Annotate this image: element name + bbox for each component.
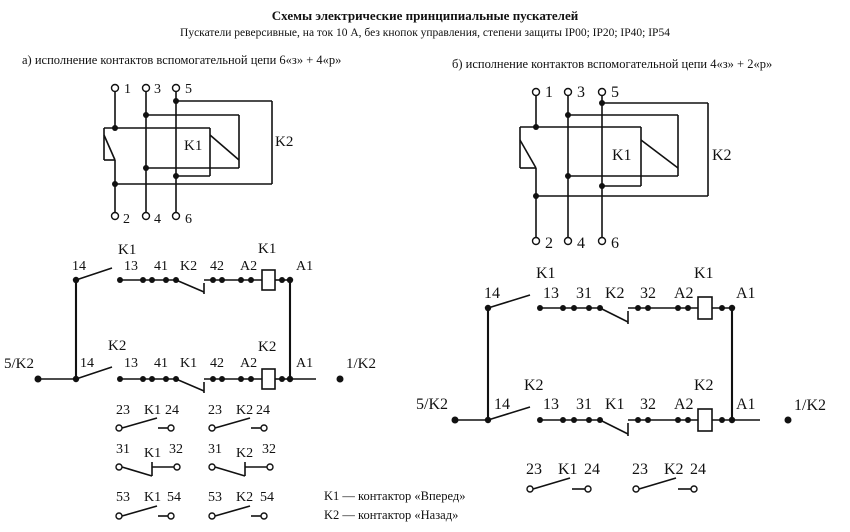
panel-b-r2-13: 13 [543,396,559,413]
aux-a-5-k: K1 [144,490,161,505]
aux-a-4-a: 31 [208,442,222,457]
panel-b-k1-label: K1 [612,147,632,164]
panel-b-aux-contacts: 23 K1 24 23 K2 24 [526,461,706,493]
panel-a-r1-a1: A1 [296,259,313,274]
aux-a-3-b: 32 [169,442,183,457]
panel-a-r2-42: 42 [210,356,224,371]
panel-b-right-terminal: 1/K2 [794,397,826,414]
panel-a-control-circuit: K1 14 13 41 K2 42 A2 K1 A1 K2 14 13 41 [4,241,376,393]
panel-b-bot-term-6: 6 [611,235,619,252]
aux-a-1-k: K1 [144,403,161,418]
panel-b-r1-14: 14 [484,285,500,302]
panel-b-control-circuit: K1 14 13 31 K2 32 A2 K1 A1 K2 14 13 31 K… [416,265,826,436]
panel-b-top-term-3: 3 [577,84,585,101]
panel-a-r1-coil-label: K1 [258,241,276,257]
panel-b-r1-31: 31 [576,285,592,302]
panel-a-r2-13: 13 [124,356,138,371]
aux-a-6-b: 54 [260,490,274,505]
panel-b-r1-k2: K2 [605,285,625,302]
aux-a-6-a: 53 [208,490,222,505]
aux-b-1-k: K1 [558,461,578,478]
panel-a-left-terminal: 5/K2 [4,356,34,372]
panel-a-k2-label: K2 [275,134,293,150]
aux-a-4-k: K2 [236,446,253,461]
panel-a-bot-term-6: 6 [185,212,192,227]
aux-a-1-b: 24 [165,403,179,418]
panel-a-bot-term-2: 2 [123,212,130,227]
panel-a-r1-42: 42 [210,259,224,274]
panel-b-r1-coil-label: K1 [694,265,714,282]
panel-a-r1-41: 41 [154,259,168,274]
panel-b-top-term-1: 1 [545,84,553,101]
panel-a-top-term-3: 3 [154,82,161,97]
panel-a-r1-14: 14 [72,259,86,274]
panel-a-r2-k2: K2 [108,338,126,354]
page-subtitle: Пускатели реверсивные, на ток 10 А, без … [180,27,670,39]
panel-b-bot-term-4: 4 [577,235,585,252]
panel-b-r2-31: 31 [576,396,592,413]
aux-a-3-k: K1 [144,446,161,461]
aux-b-2-b: 24 [690,461,706,478]
legend-k2: K2 — контактор «Назад» [324,508,458,522]
panel-b-r2-coil-label: K2 [694,377,714,394]
panel-b-caption: б) исполнение контактов вспомогательной … [452,57,772,71]
panel-b-r2-k2: K2 [524,377,544,394]
panel-b-r2-a2: A2 [674,396,694,413]
aux-b-2-k: K2 [664,461,684,478]
panel-a-aux-contacts: 23 K1 24 23 K2 24 31 K1 32 31 K2 32 53 K… [115,403,276,520]
panel-a-caption: а) исполнение контактов вспомогательной … [22,53,341,67]
panel-b-r2-14: 14 [494,396,510,413]
panel-a-top-term-1: 1 [124,82,131,97]
panel-b-k2-label: K2 [712,147,732,164]
panel-a-r2-a2: A2 [240,356,257,371]
panel-b-r2-a1: A1 [736,396,756,413]
panel-a-k1-label: K1 [184,138,202,154]
panel-a-r2-k1: K1 [180,356,197,371]
panel-b-bot-term-2: 2 [545,235,553,252]
panel-b-r2-k1: K1 [605,396,625,413]
panel-a-top-term-5: 5 [185,82,192,97]
panel-a-power-circuit: 1 3 5 K1 K2 [103,82,293,227]
panel-b-r1-a1: A1 [736,285,756,302]
panel-b-left-terminal: 5/K2 [416,396,448,413]
panel-b-power-circuit: 1 3 5 K1 K2 [519,84,732,252]
aux-a-6-k: K2 [236,490,253,505]
legend-k1: K1 — контактор «Вперед» [324,489,465,503]
aux-a-2-b: 24 [256,403,270,418]
aux-a-4-b: 32 [262,442,276,457]
aux-b-1-a: 23 [526,461,542,478]
panel-b-r1-32: 32 [640,285,656,302]
panel-a-r2-a1: A1 [296,356,313,371]
panel-b-r2-32: 32 [640,396,656,413]
panel-a-r2-coil-label: K2 [258,339,276,355]
aux-a-1-a: 23 [116,403,130,418]
panel-a-r2-14: 14 [80,356,94,371]
panel-a-r1-a2: A2 [240,259,257,274]
panel-b-r1-a2: A2 [674,285,694,302]
aux-a-2-a: 23 [208,403,222,418]
panel-a-r2-41: 41 [154,356,168,371]
panel-b-top-term-5: 5 [611,84,619,101]
panel-a-bot-term-4: 4 [154,212,161,227]
panel-b-r1-13: 13 [543,285,559,302]
panel-b-r1-k1: K1 [536,265,556,282]
aux-b-2-a: 23 [632,461,648,478]
aux-a-5-b: 54 [167,490,181,505]
page-title: Схемы электрические принципиальные пуска… [272,8,579,23]
aux-b-1-b: 24 [584,461,600,478]
panel-a-right-terminal: 1/K2 [346,356,376,372]
panel-a-r1-k1: K1 [118,242,136,258]
aux-a-3-a: 31 [116,442,130,457]
panel-a-r1-13: 13 [124,259,138,274]
panel-a-r1-k2: K2 [180,259,197,274]
aux-a-2-k: K2 [236,403,253,418]
aux-a-5-a: 53 [116,490,130,505]
